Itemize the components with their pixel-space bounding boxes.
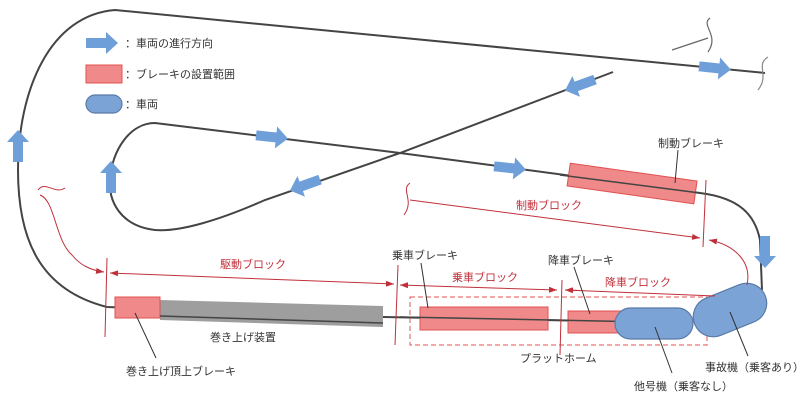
braking-brake <box>566 162 698 205</box>
legend-vehicle: ：車両 <box>125 97 158 111</box>
arrow-right-icon <box>254 124 290 150</box>
lift-top-brake <box>114 296 161 319</box>
direction-arrow-icon <box>86 32 118 54</box>
vehicle-swatch-icon <box>85 94 123 114</box>
track-break-right <box>757 56 769 91</box>
brake-area-swatch-icon <box>85 64 123 84</box>
legend-brake-area: ：ブレーキの設置範囲 <box>125 67 235 81</box>
accident-car-label: 事故機（乗客あり） <box>705 360 800 374</box>
track-break-top <box>671 17 713 53</box>
direction-arrows <box>7 55 776 268</box>
boarding-brake-label: 乗車ブレーキ <box>392 248 458 262</box>
other-car-label: 他号機（乗客なし） <box>634 379 733 393</box>
block-dimensions <box>37 179 749 356</box>
accident-car <box>692 282 768 338</box>
lift-mechanism <box>160 300 383 327</box>
legend: ：車両の進行方向 ：ブレーキの設置範囲 ：車両 <box>85 32 235 114</box>
legend-direction: ：車両の進行方向 <box>125 36 213 50</box>
arrow-up-icon <box>100 161 122 193</box>
arrow-down-left-icon <box>561 69 599 101</box>
arrow-up-icon <box>7 130 29 162</box>
arrow-right-icon <box>492 155 528 181</box>
exit-block-label: 降車ブロック <box>605 275 671 289</box>
exit-brake-label: 降車ブレーキ <box>548 253 614 267</box>
braking-block-label: 制動ブロック <box>516 198 582 212</box>
platform-label: プラットホーム <box>520 352 597 365</box>
other-car <box>614 307 694 340</box>
arrow-down-left-icon <box>286 169 324 201</box>
arrow-right-icon <box>697 55 733 81</box>
boarding-block-label: 乗車ブロック <box>452 270 518 284</box>
braking-brake-label: 制動ブレーキ <box>658 136 724 150</box>
arrow-down-icon <box>754 236 776 268</box>
outer-track <box>16 8 766 323</box>
lift-top-brake-label: 巻き上げ頂上ブレーキ <box>126 364 236 378</box>
lift-label: 巻き上げ装置 <box>210 331 276 344</box>
drive-block-label: 駆動ブロック <box>220 257 286 271</box>
